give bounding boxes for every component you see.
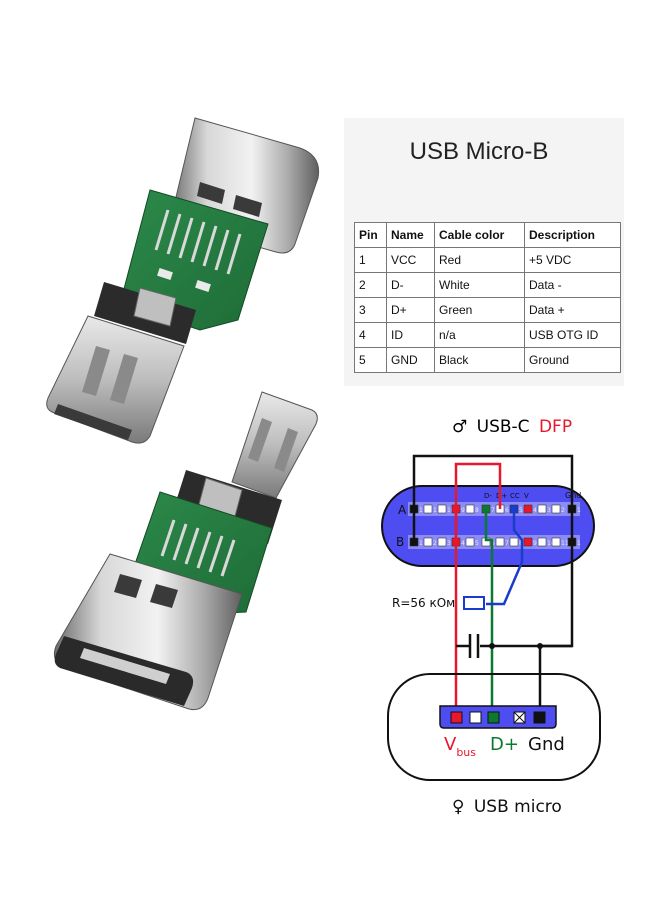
micro-pin-id (513, 711, 526, 724)
junction-dot (537, 643, 543, 649)
table-row: 4 ID n/a USB OTG ID (354, 322, 621, 348)
row-a-pin-number: 1 (419, 507, 423, 514)
signal-label: D- (484, 492, 492, 500)
row-b-pin (523, 537, 533, 547)
svg-text:♂ USB-C DFP: ♂ USB-C DFP (452, 417, 572, 437)
adapter-photo-bottom (53, 391, 318, 711)
micro-pin-gnd (533, 711, 546, 724)
table-row: 3 D+ Green Data + (354, 297, 621, 323)
svg-text:Vbus: Vbus (444, 734, 476, 759)
cell-cable-color: Black (434, 347, 525, 373)
micro-usb-outline (387, 673, 601, 781)
row-b-pin-number: 9 (533, 540, 537, 547)
usbc-label: USB-C (477, 417, 530, 437)
cell-name: D- (386, 272, 435, 298)
row-a-pin (423, 504, 433, 514)
micro-pin-vbus (450, 711, 463, 724)
cell-description: +5 VDC (524, 247, 621, 273)
row-b-pin (509, 537, 519, 547)
row-b-pin-number: 11 (561, 540, 569, 547)
junction-dot (489, 643, 495, 649)
row-a-pin-number: 3 (547, 507, 551, 514)
pinout-title: USB Micro-B (409, 138, 549, 165)
gnd-label: Gnd (528, 734, 565, 755)
row-b-pin-number: 4 (461, 540, 465, 547)
row-b-pin-number: 7 (505, 540, 509, 547)
cell-name: GND (386, 347, 435, 373)
row-a-pin (523, 504, 533, 514)
dplus-label: D+ (490, 734, 519, 755)
cell-pin: 4 (354, 322, 387, 348)
micro-usb-label: USB micro (474, 797, 562, 817)
row-b-pin (437, 537, 447, 547)
resistor (463, 596, 485, 610)
row-b-pin (423, 537, 433, 547)
female-symbol: ♀ (452, 797, 464, 817)
cell-pin: 5 (354, 347, 387, 373)
row-a-pin-number: 8 (475, 507, 479, 514)
pinout-table: Pin Name Cable color Description 1 VCC R… (354, 222, 621, 373)
signal-label: V (524, 492, 529, 500)
row-a-pin (437, 504, 447, 514)
header-name: Name (386, 222, 435, 248)
table-row: 5 GND Black Ground (354, 347, 621, 373)
row-b-pin-number: 5 (475, 540, 479, 547)
cell-name: ID (386, 322, 435, 348)
capacitor (468, 634, 480, 658)
row-a-pin (551, 504, 561, 514)
row-a-pin (465, 504, 475, 514)
row-a-pin-number: 5 (519, 507, 523, 514)
row-a-pin-number: 1 (577, 507, 581, 514)
vbus-subscript: bus (456, 746, 476, 759)
gnd-wire-outer (412, 454, 574, 509)
row-b-pin-number: 1 (577, 540, 581, 547)
row-b-pin (495, 537, 505, 547)
row-a-pin-number: 6 (505, 507, 509, 514)
row-b-pin (537, 537, 547, 547)
cell-description: USB OTG ID (524, 322, 621, 348)
row-b-pin-number: 1 (419, 540, 423, 547)
wires (412, 454, 574, 719)
micro-pin-dplus (487, 711, 500, 724)
row-a-pin-number: 7 (491, 507, 495, 514)
row-a-pin-number: 10 (447, 507, 455, 514)
vbus-label: V (444, 734, 457, 755)
row-a-pin-number: 9 (461, 507, 465, 514)
row-b-pin (551, 537, 561, 547)
usbc-signal-labels: D- D+CC V (484, 492, 529, 500)
row-b-pin-number: 10 (547, 540, 555, 547)
signal-label: CC (510, 492, 520, 500)
row-b-pin-number: 3 (447, 540, 451, 547)
adapter-photo-top (46, 117, 320, 444)
row-a-pin-number: 11 (433, 507, 441, 514)
signal-label: D+ (496, 492, 507, 500)
cc-wire (486, 509, 524, 606)
usbc-role-label: DFP (539, 417, 572, 437)
row-a-pin-number: 4 (533, 507, 537, 514)
cell-cable-color: Green (434, 297, 525, 323)
usbc-pin-strip-a (408, 502, 580, 516)
vbus-wire (454, 462, 502, 719)
cell-cable-color: White (434, 272, 525, 298)
usbc-pin-strip-b (408, 535, 580, 549)
svg-text:♀ USB micro: ♀ USB micro (452, 797, 562, 817)
row-a-pin (537, 504, 547, 514)
row-a-pin-number: 2 (561, 507, 565, 514)
row-a-label: A (398, 503, 407, 517)
male-symbol: ♂ (452, 417, 467, 437)
row-b-pin (465, 537, 475, 547)
row-b-label: B (396, 535, 404, 549)
row-b-pin-number: 2 (433, 540, 437, 547)
header-description: Description (524, 222, 621, 248)
data-plus-wire (484, 509, 494, 718)
micro-pin-dminus (469, 711, 482, 724)
product-photos (46, 117, 320, 711)
cell-cable-color: n/a (434, 322, 525, 348)
cell-description: Ground (524, 347, 621, 373)
resistor-label: R=56 кОм (392, 596, 455, 610)
